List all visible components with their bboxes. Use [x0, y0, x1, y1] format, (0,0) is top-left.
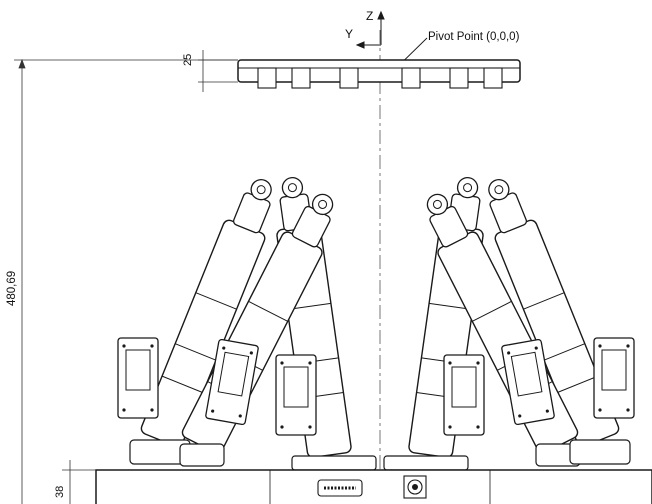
axis-indicator: [355, 10, 385, 49]
dimension-25: [198, 50, 238, 92]
motor-box-back-right: [443, 354, 485, 436]
dimension-25-label: 25: [182, 53, 194, 66]
motor-box-back-left: [275, 354, 317, 436]
pivot-point-label: Pivot Point (0,0,0): [428, 31, 520, 43]
dimension-480: [14, 58, 238, 504]
dimension-38: [62, 460, 96, 504]
dimension-480-label: 480,69: [6, 270, 18, 306]
axis-z-label: Z: [366, 9, 374, 23]
motor-box-outer-left: [117, 337, 159, 419]
motor-box-outer-right: [593, 337, 635, 419]
lower-joints: [129, 439, 631, 471]
top-platform: [237, 59, 521, 89]
dimension-38-label: 38: [54, 485, 66, 498]
axis-y-label: Y: [345, 27, 354, 41]
base-plate: [95, 469, 652, 504]
